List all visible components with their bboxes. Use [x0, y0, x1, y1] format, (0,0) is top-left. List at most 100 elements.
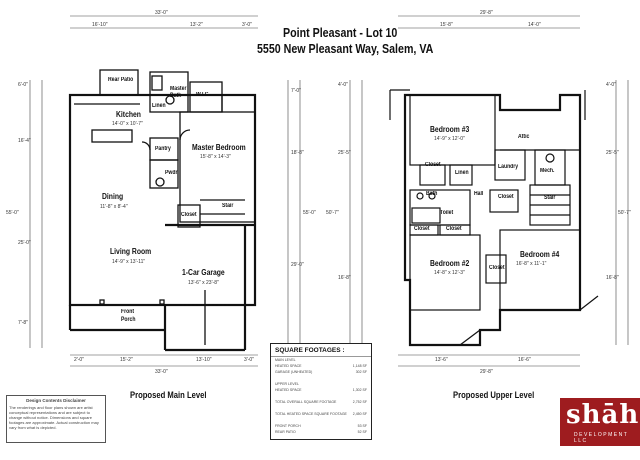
dim-label: 55'-0" [6, 210, 19, 216]
square-footage-label: HEATED SPACE [275, 388, 302, 392]
square-footage-row: TOTAL HEATED SPACE SQUARE FOOTAGE 2,450 S… [271, 411, 371, 417]
room-closet-b2a: Closet [414, 226, 430, 232]
square-footage-row: HEATED SPACE 1,302 SF [271, 387, 371, 393]
room-closet-hall: Closet [498, 194, 514, 200]
square-footage-label: GARAGE (UNHEATED) [275, 370, 313, 374]
square-footage-row: FRONT PORCH 53 SF [271, 423, 371, 429]
square-footage-label: TOTAL OVERALL SQUARE FOOTAGE [275, 400, 337, 404]
dim-label: 2'-0" [74, 357, 84, 363]
square-footage-row: MAIN LEVEL [271, 357, 371, 363]
room-closet-b2b: Closet [446, 226, 462, 232]
square-footage-label: FRONT PORCH [275, 424, 301, 428]
square-footage-value: 1,148 SF [352, 364, 367, 368]
square-footage-value: 52 SF [357, 430, 367, 434]
room-bedroom-2-size: 14'-8" x 12'-3" [434, 270, 465, 276]
square-footage-value: 302 SF [355, 370, 367, 374]
square-footage-label: HEATED SPACE [275, 364, 302, 368]
dim-label: 3'-0" [244, 357, 254, 363]
dim-label: 16'-6" [518, 357, 531, 363]
room-master-bath: Master Bath [170, 86, 187, 99]
room-master-bedroom-size: 15'-8" x 14'-3" [200, 154, 231, 160]
shah-development-logo: shāh DEVELOPMENT LLC [560, 398, 640, 446]
room-wic: W.I.C. [196, 92, 210, 98]
room-living-room: Living Room [110, 247, 152, 256]
room-bath-upper: Bath [426, 191, 438, 197]
room-bedroom-3-size: 14'-9" x 12'-0" [434, 136, 465, 142]
room-stair-upper: Stair [544, 195, 556, 201]
square-footage-row: GARAGE (UNHEATED) 302 SF [271, 369, 371, 375]
logo-subtitle: DEVELOPMENT LLC [574, 432, 629, 444]
dim-label: 14'-0" [528, 22, 541, 28]
disclaimer-body: The renderings and floor plans shown are… [9, 405, 99, 430]
room-bedroom-2: Bedroom #2 [430, 259, 470, 268]
dim-label: 29'-0" [291, 262, 304, 268]
room-bedroom-3: Bedroom #3 [430, 125, 470, 134]
room-master-bedroom: Master Bedroom [192, 143, 246, 152]
square-footage-label: TOTAL HEATED SPACE SQUARE FOOTAGE [275, 412, 347, 416]
dim-label: 55'-0" [303, 210, 316, 216]
dim-label: 3'-0" [242, 22, 252, 28]
square-footage-value: 53 SF [357, 424, 367, 428]
dim-label: 50'-7" [326, 210, 339, 216]
room-bedroom-4-size: 16'-8" x 11'-1" [516, 261, 547, 267]
square-footage-row: TOTAL OVERALL SQUARE FOOTAGE 2,752 SF [271, 399, 371, 405]
dim-label: 15'-2" [120, 357, 133, 363]
square-footage-label: MAIN LEVEL [275, 358, 296, 362]
room-dining-size: 11'-8" x 8'-4" [100, 204, 128, 210]
room-pwdr: Pwdr. [165, 170, 179, 176]
dim-label: 50'-7" [618, 210, 631, 216]
room-living-room-size: 14'-9" x 13'-11" [112, 259, 146, 265]
dim-label: 13'-2" [190, 22, 203, 28]
room-pantry: Pantry [155, 146, 171, 152]
square-footage-row: UPPER LEVEL [271, 381, 371, 387]
room-bedroom-4: Bedroom #4 [520, 250, 560, 259]
dim-label: 7'-0" [291, 88, 301, 94]
dim-label: 33'-0" [155, 10, 168, 16]
dim-label: 6'-0" [18, 82, 28, 88]
room-kitchen: Kitchen [116, 110, 141, 119]
square-footage-label: UPPER LEVEL [275, 382, 299, 386]
room-laundry: Laundry [498, 164, 519, 170]
dim-label: 29'-8" [480, 369, 493, 375]
room-garage-size: 13'-6" x 23'-8" [188, 280, 219, 286]
room-stair-main: Stair [222, 203, 234, 209]
dim-label: 29'-8" [480, 10, 493, 16]
dim-label: 13'-10" [196, 357, 212, 363]
dim-label: 16'-4" [18, 138, 31, 144]
room-kitchen-size: 14'-0" x 10'-7" [112, 121, 143, 127]
room-closet-upper: Closet [425, 162, 441, 168]
plan-title: Point Pleasant - Lot 10 [283, 25, 398, 40]
design-disclaimer: Design Contents Disclaimer The rendering… [6, 395, 106, 443]
room-front-porch: Front Porch [121, 309, 136, 323]
room-mech: Mech. [540, 168, 555, 174]
square-footage-value: 2,752 SF [352, 400, 367, 404]
square-footage-value: 1,302 SF [352, 388, 367, 392]
main-level-caption: Proposed Main Level [130, 390, 207, 400]
dim-label: 25'-0" [18, 240, 31, 246]
logo-wordmark: shāh [566, 400, 640, 430]
dim-label: 25'-5" [606, 150, 619, 156]
room-attic: Attic [518, 134, 530, 140]
plan-address: 5550 New Pleasant Way, Salem, VA [257, 41, 434, 56]
room-garage: 1-Car Garage [182, 268, 225, 277]
room-toilet: Toilet [440, 210, 454, 216]
dim-label: 25'-5" [338, 150, 351, 156]
dim-label: 16'-10" [92, 22, 108, 28]
dim-label: 4'-0" [606, 82, 616, 88]
square-footage-value: 2,450 SF [352, 412, 367, 416]
room-dining: Dining [102, 192, 124, 201]
dim-label: 7'-8" [18, 320, 28, 326]
disclaimer-heading: Design Contents Disclaimer [26, 398, 86, 403]
dim-label: 16'-8" [338, 275, 351, 281]
square-footage-row: REAR PATIO 52 SF [271, 429, 371, 435]
room-linen-upper: Linen [455, 170, 469, 176]
dim-label: 18'-8" [291, 150, 304, 156]
room-rear-patio: Rear Patio [108, 77, 134, 83]
room-hall: Hall [474, 191, 484, 197]
square-footage-label: REAR PATIO [275, 430, 296, 434]
square-footage-row: HEATED SPACE 1,148 SF [271, 363, 371, 369]
room-linen: Linen [152, 103, 166, 109]
square-footage-heading: SQUARE FOOTAGES : [271, 344, 371, 357]
